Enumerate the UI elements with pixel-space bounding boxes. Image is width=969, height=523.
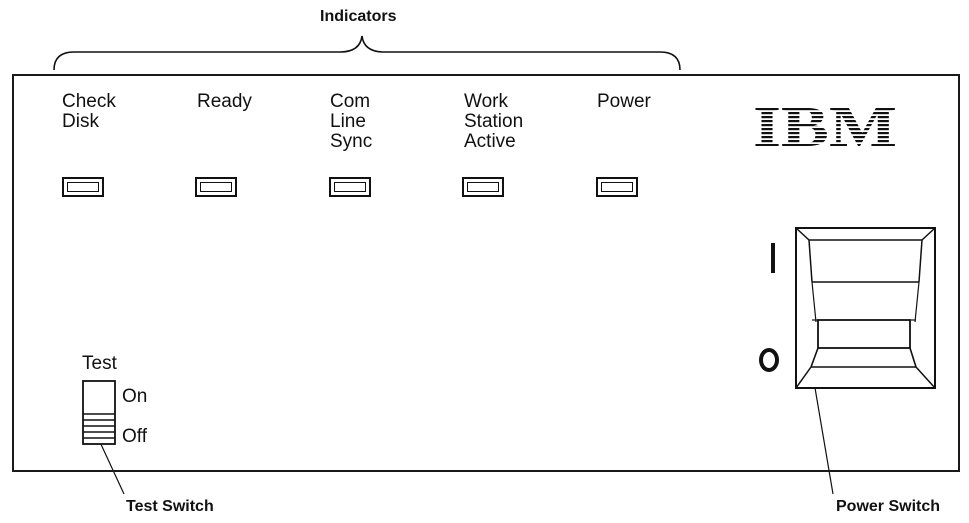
power-switch-leader [813,381,834,495]
test-switch-callout: Test Switch [126,498,214,515]
indicators-bracket [53,35,681,71]
indicator-label-work-station-active: Work Station Active [464,91,524,152]
front-panel [12,74,960,472]
check-disk-indicator-light [62,177,104,197]
power-switch-callout: Power Switch [836,498,941,515]
work-station-active-indicator-light [462,177,504,197]
indicator-label-power: Power [597,91,651,112]
indicator-label-com-line-sync: Com Line Sync [330,91,373,152]
power-on-mark [771,243,775,273]
power-off-mark [759,348,779,372]
indicator-label-ready: Ready [197,91,252,112]
svg-text:IBM: IBM [753,94,897,159]
test-switch-leader [98,439,125,495]
indicator-label-check-disk: Check Disk [62,91,116,132]
test-switch-on-label: On [122,386,148,407]
test-switch-off-label: Off [122,426,147,447]
indicators-callout: Indicators [320,8,397,25]
ready-indicator-light [195,177,237,197]
power-indicator-light [596,177,638,197]
test-switch-title: Test [82,353,117,374]
com-line-sync-indicator-light [329,177,371,197]
